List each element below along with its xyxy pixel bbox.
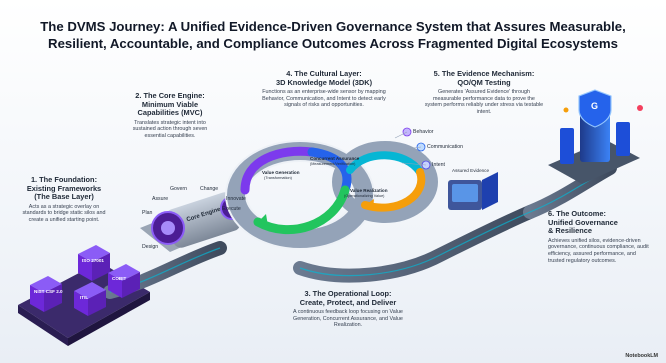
shield-icon — [578, 89, 612, 128]
title-line-1: The DVMS Journey: A Unified Evidence-Dri… — [40, 19, 626, 34]
outcome-tower — [548, 89, 643, 184]
operational-loop — [225, 140, 438, 250]
block-nist — [30, 276, 62, 312]
assured-evidence-label: Assured Evidence — [452, 168, 490, 173]
capability-assure: Assure — [152, 196, 169, 202]
block-itil — [74, 282, 106, 316]
step-1-heading-3: (The Base Layer) — [34, 192, 94, 202]
loop-concurrent-assurance: Concurrent Assurance — [310, 156, 360, 161]
capability-change: Change — [200, 186, 219, 192]
step-4-heading-2: 3D Knowledge Model (3DK) — [275, 77, 373, 87]
capability-innovate: Innovate — [226, 196, 246, 202]
step-6-outcome: 6. The Outcome: Unified Governance & Res… — [548, 209, 652, 264]
step-1-heading-2: Existing Frameworks — [26, 183, 102, 193]
step-2-heading-3: Capabilities (MVC) — [137, 108, 203, 118]
signal-communication: Communication — [427, 144, 464, 150]
signal-behavior: Behavior — [413, 129, 434, 135]
block-label-nist: NIST CSF 2.0 — [34, 289, 63, 294]
framework-blocks — [30, 245, 140, 316]
title-line-2: Resilient, Accountable, and Compliance O… — [48, 36, 618, 51]
step-5-heading-2: QO/QM Testing — [457, 77, 511, 87]
loop-concurrent-assurance-sub: (Measurement/Verification) — [310, 162, 356, 166]
page-title: The DVMS Journey: A Unified Evidence-Dri… — [10, 18, 656, 52]
step-3-operational-loop: 3. The Operational Loop: Create, Protect… — [290, 289, 406, 329]
step-2-heading-1: 2. The Core Engine: — [135, 91, 205, 100]
loop-value-generation: Value Generation — [262, 170, 300, 175]
step-6-description: Achieves unified silos, evidence-driven … — [548, 237, 649, 264]
shield-letter: G — [591, 101, 599, 111]
step-6-heading-3: & Resilience — [548, 226, 592, 236]
step-2-description: Translates strategic intent into sustain… — [132, 119, 208, 139]
step-3-heading-2: Create, Protect, and Deliver — [299, 297, 397, 307]
capability-design: Design — [142, 244, 159, 250]
loop-value-generation-sub: (Transformation) — [264, 176, 292, 180]
block-label-cobit: COBIT — [112, 276, 127, 281]
step-1-description: Acts as a strategic overlay on standards… — [22, 203, 106, 223]
block-label-iso: ISO 27001 — [82, 258, 104, 263]
step-1-foundation: 1. The Foundation: Existing Frameworks (… — [18, 175, 110, 224]
block-label-itil: ITIL — [80, 295, 89, 300]
capability-plan: Plan — [142, 210, 153, 216]
step-3-heading-1: 3. The Operational Loop: — [304, 289, 392, 298]
evidence-lab — [448, 172, 498, 210]
step-4-cultural-layer: 4. The Cultural Layer: 3D Knowledge Mode… — [262, 69, 386, 109]
signal-bubbles — [394, 127, 431, 170]
capability-govern: Govern — [170, 186, 188, 192]
loop-value-realization: Value Realization — [350, 188, 388, 193]
step-2-core-engine: 2. The Core Engine: Minimum Viable Capab… — [122, 91, 218, 140]
step-5-heading-1: 5. The Evidence Mechanism: — [433, 69, 535, 78]
step-1-heading-1: 1. The Foundation: — [30, 175, 98, 184]
step-5-evidence-mechanism: 5. The Evidence Mechanism: QO/QM Testing… — [424, 69, 544, 116]
block-cobit — [108, 264, 140, 298]
step-2-heading-2: Minimum Viable — [141, 99, 199, 109]
signal-intent: Intent — [432, 162, 445, 168]
step-4-description: Functions as an enterprise-wide sensor b… — [262, 89, 386, 109]
step-4-heading-1: 4. The Cultural Layer: — [286, 69, 362, 78]
step-6-heading-1: 6. The Outcome: — [548, 209, 606, 218]
loop-value-realization-sub: (Operationalizing Value) — [344, 194, 385, 198]
step-6-heading-2: Unified Governance — [548, 217, 618, 227]
step-3-description: A continuous feedback loop focusing on V… — [293, 309, 403, 329]
capability-execute: Execute — [222, 206, 241, 212]
step-5-description: Generates 'Assured Evidence' through mea… — [424, 89, 544, 115]
block-iso — [78, 245, 110, 281]
watermark: NotebookLM — [625, 353, 658, 359]
